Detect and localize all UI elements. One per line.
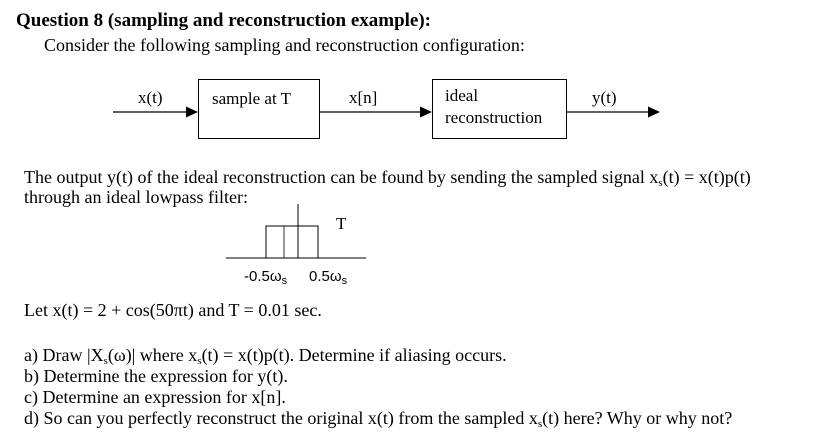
arrowhead-input <box>186 106 198 118</box>
part-b: b) Determine the expression for y(t). <box>24 366 288 386</box>
sample-block-label: sample at T <box>212 89 291 108</box>
question-title: Question 8 (sampling and reconstruction … <box>16 10 432 31</box>
arrowhead-output <box>648 106 660 118</box>
filter-right-cutoff: 0.5ωs <box>309 268 348 287</box>
reconstruction-label-line1: ideal <box>445 86 479 105</box>
part-c: c) Determine an expression for x[n]. <box>24 387 286 407</box>
sample-block: sample at T <box>198 79 320 139</box>
lowpass-filter-plot <box>226 204 366 259</box>
reconstruction-label-line2: reconstruction <box>445 108 543 127</box>
paragraph-line1: The output y(t) of the ideal reconstruct… <box>24 167 751 189</box>
output-label: y(t) <box>592 88 617 107</box>
reconstruction-block: ideal reconstruction <box>432 79 567 139</box>
paragraph-line2: through an ideal lowpass filter: <box>24 187 248 207</box>
part-a: a) Draw |Xs(ω)| where xs(t) = x(t)p(t). … <box>24 345 507 367</box>
part-d: d) So can you perfectly reconstruct the … <box>24 408 733 430</box>
diagram-arrows <box>113 106 660 118</box>
filter-gain-label: T <box>336 214 347 233</box>
filter-left-cutoff: -0.5ωs <box>244 268 288 287</box>
mid-label: x[n] <box>349 88 378 107</box>
filter-response <box>265 225 319 258</box>
intro-text: Consider the following sampling and reco… <box>44 35 525 55</box>
input-label: x(t) <box>138 88 163 107</box>
given-statement: Let x(t) = 2 + cos(50πt) and T = 0.01 se… <box>24 300 322 320</box>
arrowhead-mid <box>420 106 432 118</box>
